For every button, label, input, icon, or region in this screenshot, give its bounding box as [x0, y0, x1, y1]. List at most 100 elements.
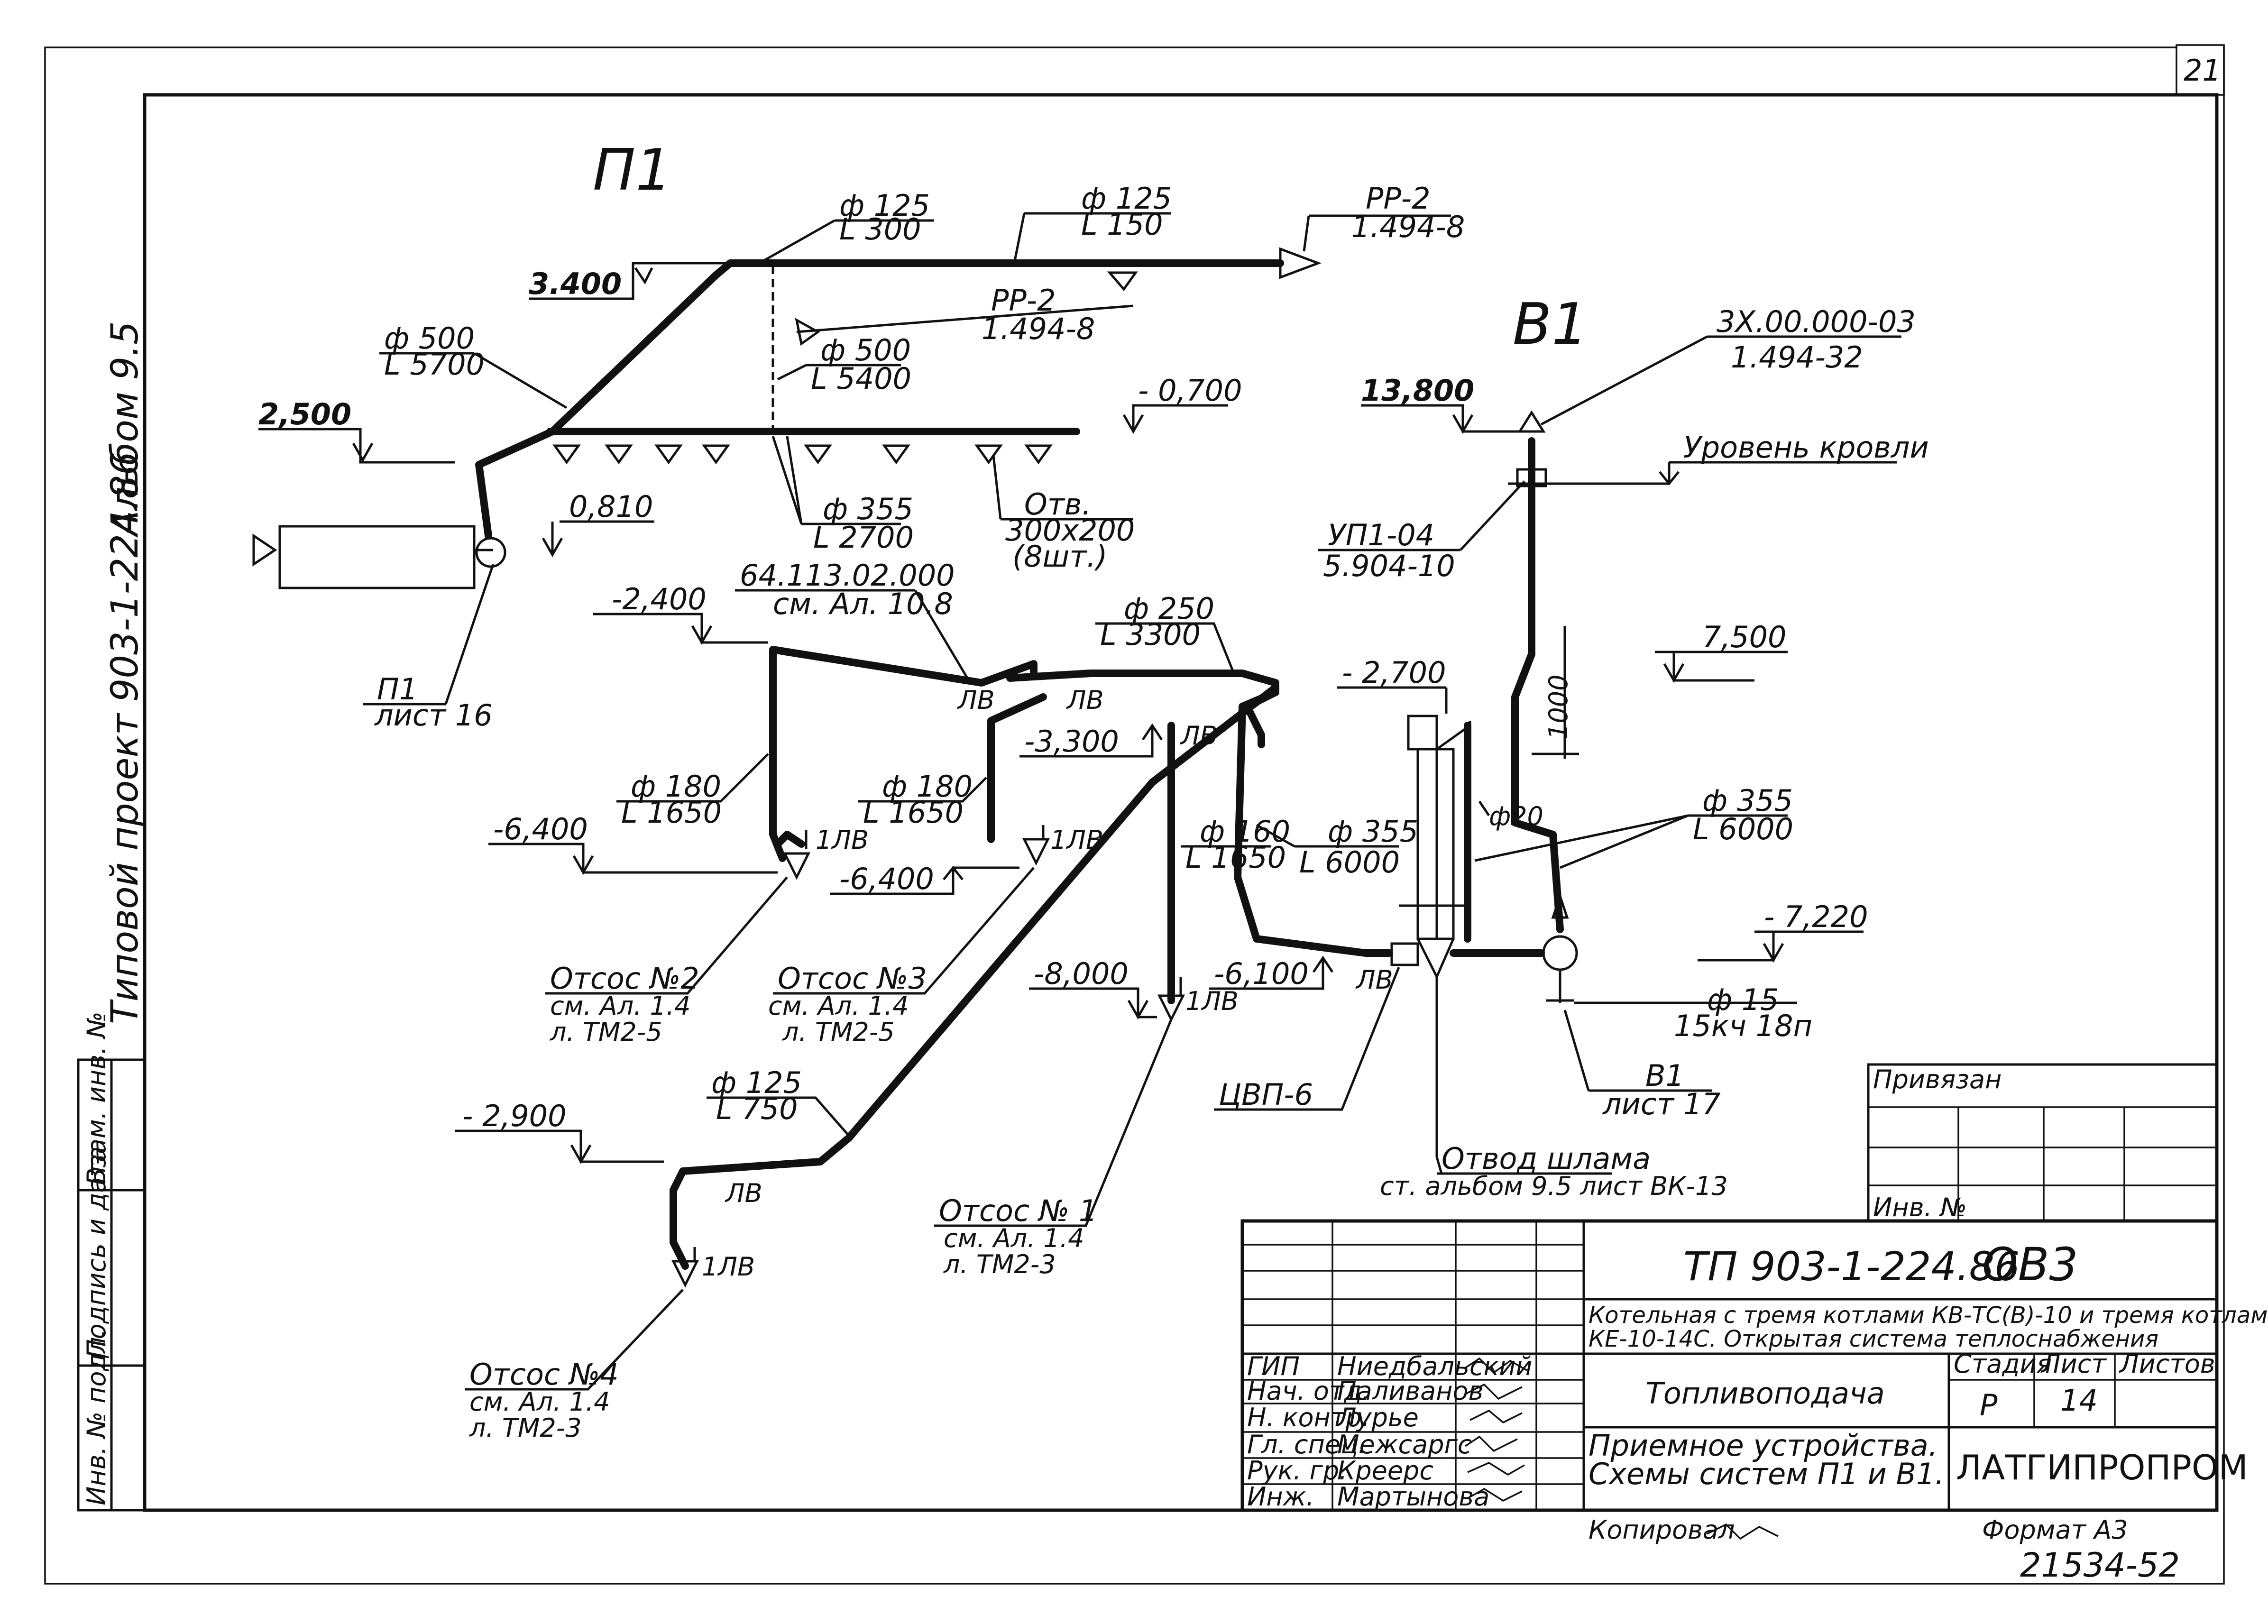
doc-description-2: КЕ-10-14С. Открытая система теплоснабжен…	[1589, 1326, 2158, 1352]
svg-text:РР-2: РР-2	[1366, 181, 1431, 216]
svg-text:ф 500: ф 500	[820, 333, 911, 367]
copied-label: Копировал	[1589, 1515, 1735, 1545]
svg-text:ЛВ: ЛВ	[1066, 685, 1104, 715]
v1-callout-up: УП1-04 5.904-10	[1318, 480, 1525, 583]
asp-elevation-m3300: -3,300	[1019, 723, 1163, 759]
aspiration-duct-2	[769, 646, 1038, 862]
svg-text:-6,100: -6,100	[1214, 956, 1309, 991]
svg-text:л. ТМ2-5: л. ТМ2-5	[550, 1017, 662, 1047]
svg-text:Паливанов: Паливанов	[1337, 1376, 1483, 1406]
format-label: Формат А3	[1982, 1515, 2128, 1545]
side-project: Типовой проект 903-1-224.86	[104, 451, 147, 1024]
aspiration-duct-3b	[987, 693, 1047, 843]
doc-mark: ОВ3	[1982, 1238, 2078, 1291]
v1-stack-top	[1517, 410, 1546, 433]
p1-inlet-arrow	[252, 533, 277, 567]
p1-branch-arrow	[795, 318, 820, 346]
side-stamp-replace: Взам. инв. №	[82, 1011, 111, 1185]
svg-text:ф 15: ф 15	[1707, 982, 1779, 1017]
svg-text:ЛВ: ЛВ	[1355, 965, 1393, 995]
v1-fan	[1542, 935, 1578, 971]
v1-elevation-7500: 7,500	[1655, 620, 1788, 683]
p1-callout-d125-b: ф 125 L 150	[1013, 181, 1172, 261]
aspiration-network: -2,400 -3,300 -6,400 -6,400 -8,000 -6,10…	[455, 558, 1728, 1443]
v1-exhaust-stack	[1511, 437, 1564, 933]
svg-text:Отсос №3: Отсос №3	[778, 961, 927, 996]
aspiration-duct-4	[670, 684, 1279, 1270]
p1-fan-wheel	[475, 537, 506, 568]
svg-text:L 6000: L 6000	[1299, 845, 1400, 880]
cvp-label: ЦВП-6	[1214, 967, 1400, 1112]
aspiration-duct-2b	[774, 831, 805, 848]
svg-text:П1: П1	[377, 672, 418, 706]
v1-callout-part: 3Х.00.000-03 1.494-32	[1540, 304, 1916, 426]
otsos-4-label: Отсос №4 см. Ал. 1.4 л. ТМ2-3	[465, 1289, 684, 1443]
v1-callout-ref: В1 лист 17	[1563, 1009, 1721, 1121]
v1-callout-roof: Уровень кровли	[1508, 430, 1929, 486]
asp-elevation-m2400: -2,400	[593, 582, 768, 645]
doc-sheet-title-2: Схемы систем П1 и В1.	[1589, 1457, 1944, 1491]
svg-text:1.494-8: 1.494-8	[982, 312, 1095, 346]
p1-callout-d500-a: ф 500 L 5700	[379, 321, 568, 409]
p1-callout-ref: П1 лист 16	[363, 564, 495, 733]
title-block: Привязан Инв. № ТП 903-1-224.86 ОВ3 Коте…	[1240, 1063, 2268, 1585]
svg-text:ф 125: ф 125	[711, 1065, 802, 1100]
svg-text:см. Ал. 10.8: см. Ал. 10.8	[773, 587, 953, 621]
asp-callout-d180-b: ф 180 L 1650	[858, 769, 987, 830]
svg-text:Отв.: Отв.	[1024, 487, 1091, 522]
svg-text:Отсос № 1: Отсос № 1	[939, 1193, 1097, 1228]
v1-elevation-m2700: - 2,700	[1337, 655, 1448, 714]
svg-text:ЛВ: ЛВ	[1180, 721, 1218, 751]
asp-elevation-m2900: - 2,900	[455, 1099, 664, 1165]
asp-callout-d160: ф 160 L 1650	[1181, 814, 1290, 875]
side-stamp: Инв. № подл. Подпись и дата Взам. инв. №…	[77, 321, 147, 1512]
doc-sheet-title-1: Приемное устройства.	[1589, 1428, 1937, 1463]
lv-marks: ЛВ ЛВ ЛВ ЛВ ЛВ 1ЛВ 1ЛВ 1ЛВ 1ЛВ	[702, 685, 1393, 1282]
otvod-label: Отвод шлама ст. альбом 9.5 лист ВК-13	[1380, 1062, 1728, 1201]
sheet-header: Лист	[2040, 1349, 2107, 1379]
svg-text:ГИП: ГИП	[1247, 1351, 1300, 1381]
svg-text:Мартынова: Мартынова	[1337, 1482, 1489, 1512]
p1-end-arrow	[1279, 247, 1322, 279]
p1-callout-pp2-a: РР-2 1.494-8	[1303, 181, 1465, 252]
suction-hoods	[671, 825, 1185, 1288]
svg-text:Уровень кровли: Уровень кровли	[1683, 430, 1929, 465]
inv-label: Инв. №	[1873, 1193, 1967, 1222]
svg-text:L 5400: L 5400	[811, 361, 911, 396]
v1-elevation-m7220: - 7,220	[1698, 899, 1868, 963]
svg-text:Лурье: Лурье	[1336, 1403, 1419, 1432]
svg-text:1ЛВ: 1ЛВ	[1050, 825, 1103, 855]
svg-text:-8,000: -8,000	[1034, 956, 1129, 991]
svg-text:L 300: L 300	[839, 212, 921, 247]
svg-text:Отсос №2: Отсос №2	[550, 961, 699, 996]
svg-text:ф 355: ф 355	[1328, 814, 1418, 849]
sheet-number: 21	[2184, 53, 2221, 88]
signature-rows: ГИП Ниедбальский Нач. отд. Паливанов Н. …	[1247, 1351, 1533, 1512]
svg-text:ЛВ: ЛВ	[957, 685, 995, 715]
svg-text:ф 500: ф 500	[384, 321, 475, 356]
stage-value: Р	[1980, 1388, 1998, 1422]
p1-callout-d355: ф 355 L 2700	[771, 436, 914, 555]
system-v1-title: В1	[1513, 292, 1588, 358]
svg-text:Гл. спец.: Гл. спец.	[1247, 1430, 1366, 1459]
asp-elevation-m8000: -8,000	[1029, 956, 1157, 1020]
otsos-1-label: Отсос № 1 см. Ал. 1.4 л. ТМ2-3	[934, 1019, 1173, 1279]
doc-code: ТП 903-1-224.86	[1683, 1243, 2020, 1290]
copied-signature	[1707, 1523, 1779, 1540]
svg-text:ф 355: ф 355	[823, 492, 913, 526]
svg-text:ф 180: ф 180	[631, 769, 721, 804]
asp-elevation-m6100: -6,100	[1209, 955, 1334, 991]
p1-main-duct	[475, 259, 1284, 540]
svg-text:В1: В1	[1645, 1058, 1684, 1093]
asp-elevation-m6400-b: -6,400	[830, 862, 1019, 896]
svg-text:- 0,700: - 0,700	[1138, 373, 1242, 408]
archive-number: 21534-52	[2020, 1546, 2180, 1585]
svg-text:Н. контр.: Н. контр.	[1247, 1403, 1370, 1432]
svg-text:см. Ал. 1.4: см. Ал. 1.4	[469, 1387, 610, 1417]
svg-text:- 2,900: - 2,900	[462, 1099, 567, 1133]
svg-text:64.113.02.000: 64.113.02.000	[740, 558, 955, 593]
svg-text:ф 180: ф 180	[882, 769, 973, 804]
svg-text:15кч 18п: 15кч 18п	[1674, 1009, 1812, 1043]
v1-callout-d355: ф 355 L 6000	[1474, 783, 1793, 869]
